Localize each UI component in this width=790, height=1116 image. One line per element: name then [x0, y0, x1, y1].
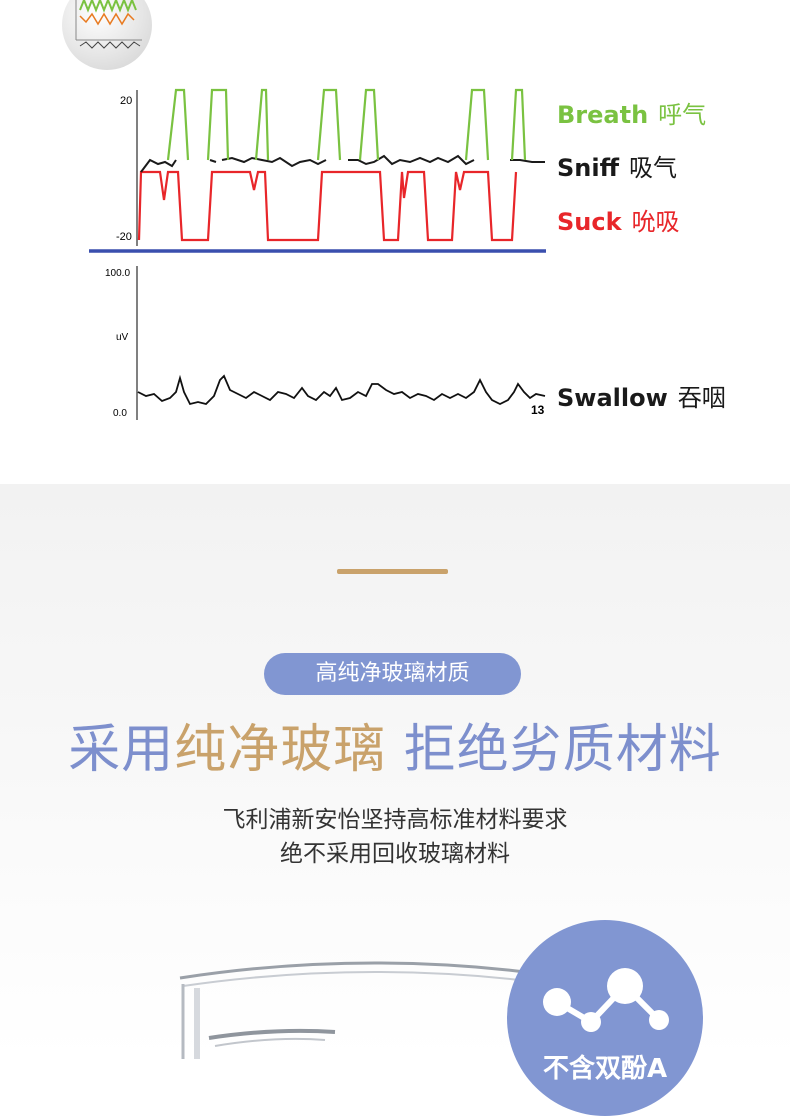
- legend-swallow: Swallow 吞咽: [557, 378, 726, 413]
- swallow-signal-trace: [137, 374, 546, 406]
- bpa-free-label: 不含双酚A: [542, 1054, 668, 1084]
- legend-breath-en: Breath: [557, 101, 649, 129]
- legend-breath: Breath 呼气: [557, 95, 706, 130]
- subtitle-line-1: 飞利浦新安怡坚持高标准材料要求: [222, 807, 568, 833]
- legend-swallow-en: Swallow: [557, 384, 668, 412]
- legend-suck-en: Suck: [557, 208, 622, 236]
- bottom-axis-max-label: 100.0: [105, 268, 130, 279]
- chart-section: [0, 0, 790, 484]
- suck-waveform-chart: 20 -20 100.0 uV 0.0 13: [89, 88, 546, 420]
- headline-part3: 拒绝劣质材料: [386, 720, 722, 780]
- legend-swallow-cn: 吞咽: [677, 384, 726, 412]
- legend-breath-cn: 呼气: [658, 101, 707, 129]
- breath-signal-trace: [166, 88, 527, 161]
- bottom-axis-min-label: 0.0: [113, 408, 127, 419]
- headline-part2: 纯净玻璃: [174, 720, 387, 780]
- legend-sniff: Sniff 吸气: [557, 148, 677, 183]
- legend-suck-cn: 吮吸: [631, 208, 680, 236]
- top-axis-min-label: -20: [116, 231, 132, 243]
- subtitle-line-2: 绝不采用回收玻璃材料: [280, 841, 510, 867]
- bottom-axis-unit-label: uV: [116, 332, 129, 343]
- legend-sniff-cn: 吸气: [629, 154, 678, 182]
- top-axis-max-label: 20: [120, 95, 132, 107]
- legend-sniff-en: Sniff: [557, 154, 620, 182]
- legend-suck: Suck 吮吸: [557, 202, 680, 237]
- waveform-thumbnail-icon: [62, 0, 152, 70]
- bpa-free-badge: 不含双酚A: [507, 920, 703, 1116]
- headline-part1: 采用: [68, 720, 175, 780]
- material-tag-pill: 高纯净玻璃材质: [264, 653, 521, 695]
- gold-divider: [337, 569, 448, 574]
- bottom-axis-end-label: 13: [531, 403, 545, 417]
- molecule-icon: [543, 968, 669, 1032]
- headline: 采用纯净玻璃 拒绝劣质材料: [0, 718, 790, 782]
- sniff-signal-trace: [140, 154, 545, 173]
- suck-signal-trace: [137, 170, 518, 242]
